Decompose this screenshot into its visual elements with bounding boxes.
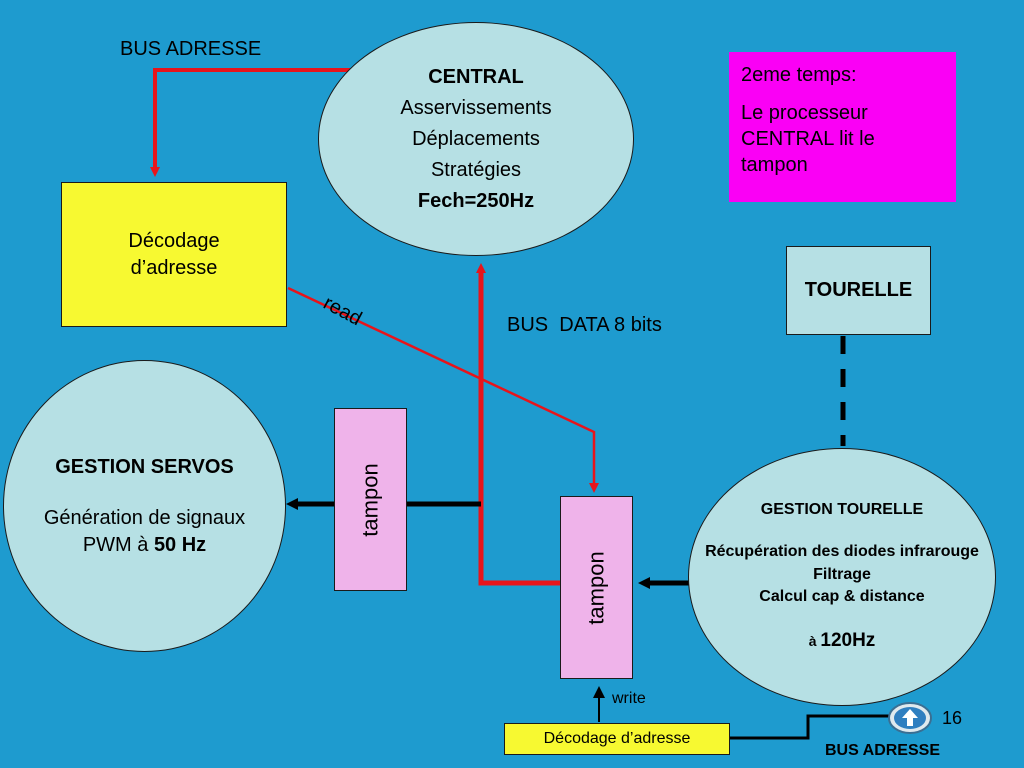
central-line-deplacements: Déplacements xyxy=(412,127,540,150)
nav-home-button[interactable] xyxy=(888,702,932,734)
note-box: 2eme temps: Le processeur CENTRAL lit le… xyxy=(729,52,956,202)
gt-line-3: Calcul cap & distance xyxy=(759,588,925,606)
decodage-line-1: Décodage xyxy=(128,229,220,252)
decodage-bottom-label: Décodage d’adresse xyxy=(543,730,691,747)
gestion-tourelle-node: GESTION TOURELLE Récupération des diodes… xyxy=(688,448,996,706)
tampon-right-label: tampon xyxy=(583,550,609,625)
servos-line-1: Génération de signaux xyxy=(43,506,246,529)
tampon-right: tampon xyxy=(560,496,633,679)
gt-frequency: 120Hz xyxy=(820,630,876,652)
bus-adresse-bottom-line xyxy=(730,714,892,740)
bus-adresse-top-label: BUS ADRESSE xyxy=(120,38,262,60)
servos-line-2-prefix: PWM à xyxy=(82,533,154,556)
central-frequency: Fech=250Hz xyxy=(417,189,535,212)
tourelle-label: TOURELLE xyxy=(804,279,913,301)
central-line-asservissements: Asservissements xyxy=(400,96,552,119)
gt-title: GESTION TOURELLE xyxy=(760,500,924,518)
central-node: CENTRAL Asservissements Déplacements Str… xyxy=(318,22,634,256)
gt-line-1: Récupération des diodes infrarouge xyxy=(705,543,979,561)
gt-frequency-line: à 120Hz xyxy=(809,628,876,655)
servos-line-2: PWM à 50 Hz xyxy=(83,532,206,559)
central-title: CENTRAL xyxy=(428,65,524,88)
gt-line-2: Filtrage xyxy=(813,565,871,583)
gestion-servos-node: GESTION SERVOS Génération de signaux PWM… xyxy=(3,360,286,652)
tourelle-box: TOURELLE xyxy=(786,246,931,335)
decodage-line-2: d’adresse xyxy=(130,256,218,279)
bus-adresse-bottom-label: BUS ADRESSE xyxy=(825,742,940,759)
central-line-strategies: Stratégies xyxy=(430,158,522,181)
bus-data-line xyxy=(476,263,560,586)
servos-frequency: 50 Hz xyxy=(153,533,207,556)
servos-title: GESTION SERVOS xyxy=(55,455,234,478)
note-line-2: Le processeur CENTRAL lit le tampon xyxy=(741,102,875,176)
slide-number: 16 xyxy=(942,708,963,728)
gt-frequency-prefix: à xyxy=(808,633,821,650)
decodage-adresse-box: Décodage d’adresse xyxy=(61,182,287,327)
tampon-left: tampon xyxy=(334,408,407,591)
up-arrow-icon xyxy=(888,702,932,734)
read-line xyxy=(287,286,599,493)
write-label: write xyxy=(612,690,646,707)
bus-data-label: BUS DATA 8 bits xyxy=(507,314,662,336)
bus-adresse-top-line xyxy=(150,68,350,177)
note-line-1: 2eme temps: xyxy=(741,64,857,86)
tampon-left-label: tampon xyxy=(357,462,383,537)
decodage-adresse-bottom-box: Décodage d’adresse xyxy=(504,723,730,755)
